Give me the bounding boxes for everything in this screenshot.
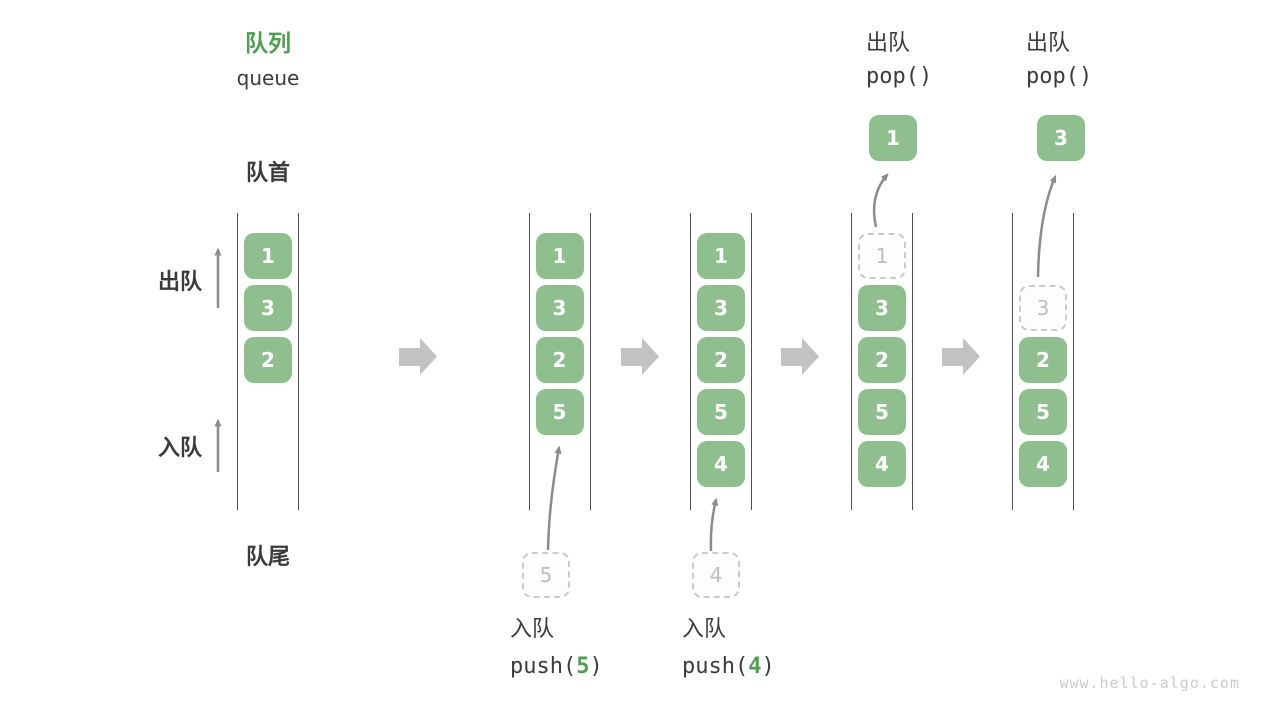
queue-cell-2: 2 (244, 337, 292, 383)
queue-rear-label: 队尾 (245, 545, 290, 570)
queue-walls-state-initial (237, 213, 299, 510)
queue-cell-5: 5 (1019, 389, 1067, 435)
queue-cell-2: 2 (535, 337, 584, 383)
pending-item-5: 5 (522, 552, 570, 598)
title-en: queue (236, 66, 300, 90)
code-pre: push( (510, 654, 577, 679)
queue-cell-5: 5 (858, 389, 906, 435)
queue-walls-state-after-push-4 (690, 213, 752, 510)
op-label: 入队 (510, 617, 555, 642)
pending-item-4: 4 (692, 552, 740, 598)
popped-item-3: 3 (1037, 115, 1085, 161)
push-operation-caption: 入队 push(5) (510, 611, 603, 685)
queue-cell-dashed-3: 3 (1019, 285, 1067, 331)
code-pre: push( (682, 654, 749, 679)
enqueue-side-label: 入队 (157, 436, 202, 461)
push-operation-caption: 入队 push(4) (682, 611, 775, 685)
pop-operation-header: 出队 pop() (866, 27, 932, 93)
transition-arrow-4 (942, 338, 980, 375)
queue-cell-3: 3 (244, 285, 292, 331)
queue-cell-4: 4 (858, 441, 906, 487)
queue-cell-5: 5 (697, 389, 745, 435)
code-post: ) (761, 654, 775, 679)
queue-cell-4: 4 (697, 441, 745, 487)
queue-walls-state-after-push-5 (528, 213, 591, 510)
popped-item-1: 1 (869, 115, 917, 161)
queue-cell-1: 1 (244, 233, 292, 279)
queue-walls-state-after-pop-1 (851, 213, 913, 510)
queue-cell-2: 2 (1019, 337, 1067, 383)
queue-walls-state-after-pop-3 (1012, 213, 1074, 510)
title-zh: 队列 (245, 31, 291, 57)
queue-cell-1: 1 (697, 233, 745, 279)
code-arg: 5 (576, 654, 590, 679)
transition-arrow-2 (621, 338, 659, 375)
queue-cell-3: 3 (535, 285, 584, 331)
queue-cell-2: 2 (697, 337, 745, 383)
op-code: pop() (1026, 64, 1093, 89)
queue-cell-3: 3 (858, 285, 906, 331)
op-code: pop() (866, 64, 933, 89)
queue-cell-3: 3 (697, 285, 745, 331)
queue-cell-2: 2 (858, 337, 906, 383)
transition-arrow-1 (399, 338, 437, 375)
op-label: 出队 (1026, 31, 1071, 56)
watermark: www.hello-algo.com (1059, 674, 1240, 692)
queue-cell-dashed-1: 1 (858, 233, 906, 279)
queue-cell-4: 4 (1019, 441, 1067, 487)
queue-cell-5: 5 (535, 389, 584, 435)
pop-operation-header: 出队 pop() (1026, 27, 1092, 93)
queue-front-label: 队首 (245, 161, 290, 186)
code-arg: 4 (748, 654, 762, 679)
dequeue-side-label: 出队 (157, 270, 202, 295)
transition-arrow-3 (781, 338, 819, 375)
diagram-title: 队列 queue (201, 30, 335, 90)
op-label: 入队 (682, 617, 727, 642)
op-label: 出队 (866, 31, 911, 56)
code-post: ) (589, 654, 603, 679)
queue-cell-1: 1 (535, 233, 584, 279)
op-code: push(5) (510, 648, 603, 685)
op-code: push(4) (682, 648, 775, 685)
